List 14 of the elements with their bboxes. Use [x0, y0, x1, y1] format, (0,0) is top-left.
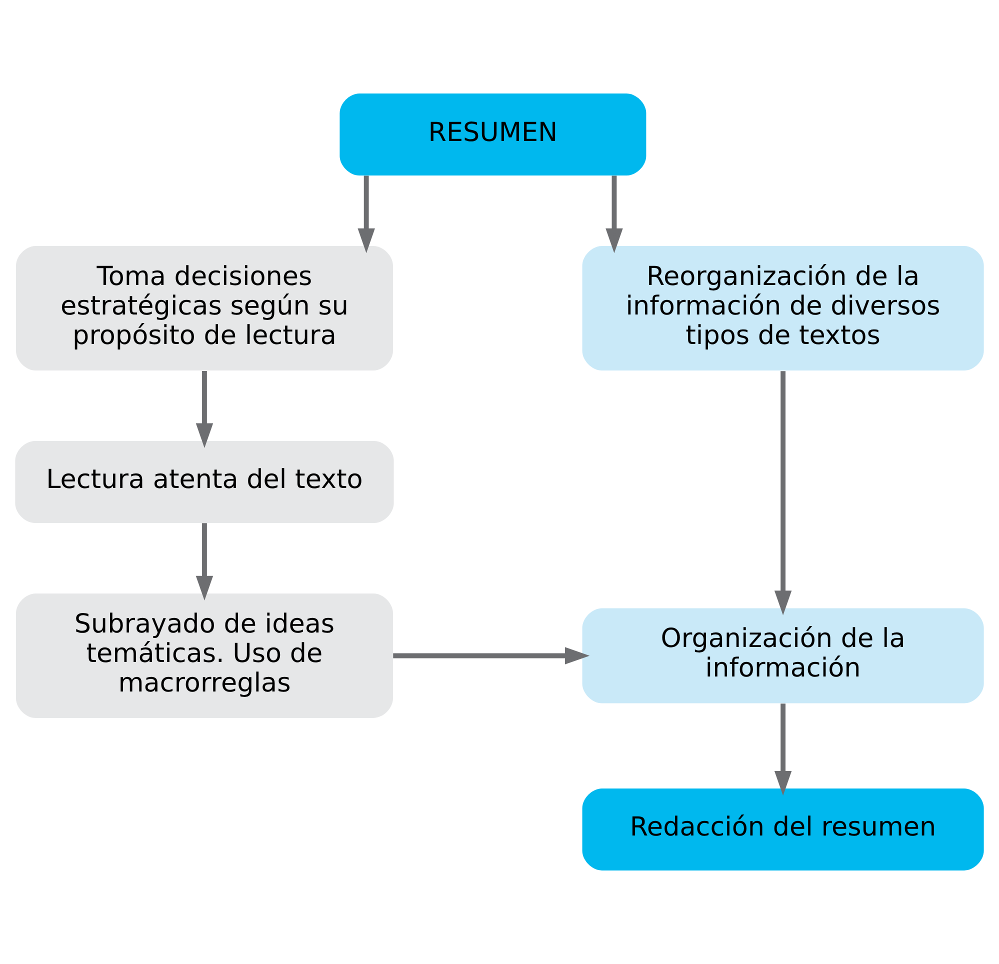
arrow	[774, 704, 792, 796]
node-box: Toma decisiones estratégicas según su propósito de lectura	[16, 246, 393, 371]
arrow	[196, 371, 214, 448]
arrow	[774, 371, 792, 616]
arrow	[196, 523, 214, 601]
node-box: Lectura atenta del texto	[15, 441, 394, 523]
node-box: Organización de la información	[582, 608, 984, 704]
node-box: Reorganización de la información de diversos tipos de textos	[582, 246, 984, 371]
node-box: Subrayado de ideas temáticas. Uso de macrorreglas	[16, 593, 393, 718]
node-box: RESUMEN	[340, 94, 646, 176]
arrow	[606, 176, 623, 254]
node-box: Redacción del resumen	[582, 788, 984, 870]
arrow	[358, 176, 375, 254]
arrow	[393, 647, 590, 664]
